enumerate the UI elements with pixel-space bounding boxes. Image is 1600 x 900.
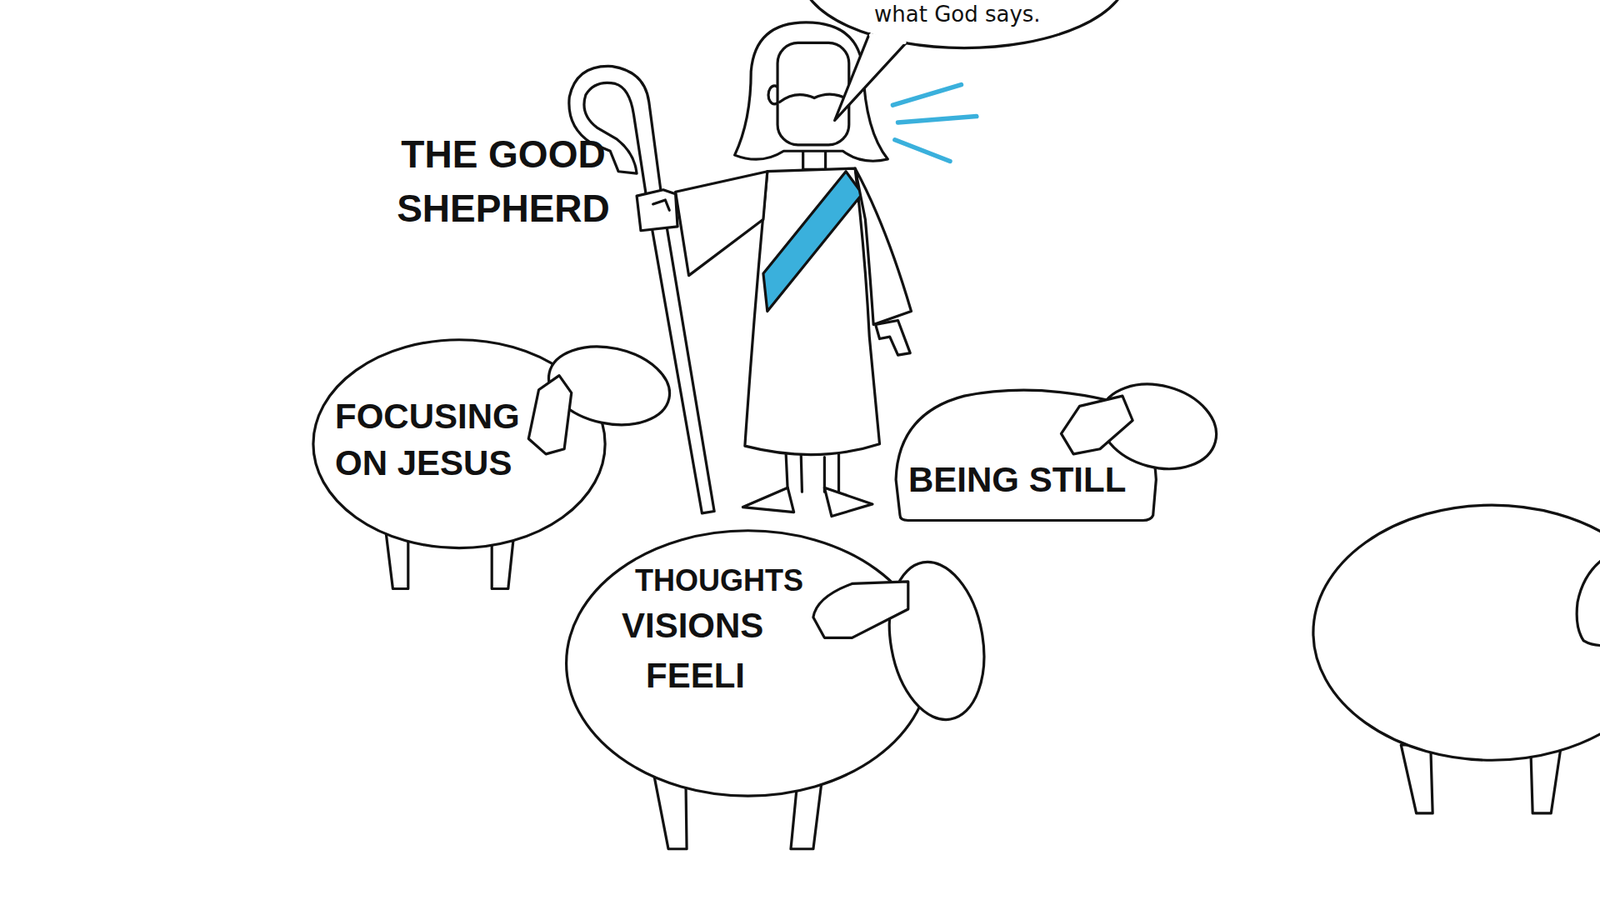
sheep-body-outline: [895, 390, 1156, 520]
empty-sheep-body: [1313, 505, 1600, 760]
speech-bubble: what God says.: [795, 0, 1133, 50]
sheep-body-outline: [566, 530, 930, 796]
face: [777, 42, 850, 145]
text-slot: what God says.: [874, 1, 1041, 27]
left-foot: [742, 487, 794, 512]
shape-group: [313, 335, 677, 548]
sash: [763, 171, 863, 312]
node-text: VISIONS: [621, 602, 764, 650]
empty-sheep-head: [1576, 555, 1600, 645]
sheep-head: [877, 554, 996, 727]
node-text: FOCUSING ON JESUS: [335, 393, 531, 487]
right-hand: [875, 320, 911, 355]
voice-lines: [892, 85, 976, 162]
tail-join: [870, 35, 905, 43]
text-slot: VISIONS: [621, 602, 764, 650]
right-foot: [824, 487, 873, 516]
node-text: THOUGHTS: [635, 562, 804, 600]
sheep-ear: [813, 581, 909, 638]
voice-line: [895, 140, 950, 162]
sheep-body: THOUGHTSVISIONSFEELI: [566, 530, 930, 796]
shape-group: [895, 371, 1226, 520]
right-sleeve: [855, 168, 911, 325]
left-sleeve: [675, 171, 768, 276]
text-slot: FEELI: [645, 652, 745, 700]
node-text: BEING STILL: [908, 456, 1126, 504]
title-label: THE GOOD SHEPHERD: [396, 127, 610, 236]
shape-group: [800, 0, 1128, 120]
text-slot: THOUGHTS: [635, 562, 804, 600]
label-slot: THE GOOD SHEPHERD: [378, 127, 629, 236]
sheep-body: FOCUSING ON JESUS: [313, 340, 605, 549]
left-thumb: [653, 200, 670, 210]
speech-bubble-tail: [835, 33, 907, 120]
speech-bubble-outline: [800, 0, 1128, 49]
voice-line: [898, 116, 977, 123]
shape-group: [566, 530, 996, 796]
sheep-body: BEING STILL: [892, 385, 1159, 523]
sheep-ear: [528, 375, 571, 455]
text-slot: FOCUSING ON JESUS: [335, 393, 531, 487]
left-hand: [636, 190, 678, 231]
voice-line: [892, 85, 961, 105]
sheep-ear: [1060, 395, 1133, 455]
shape-outline: [892, 385, 1159, 523]
node-text: what God says.: [874, 1, 1041, 27]
beard-line: [780, 94, 850, 102]
node-text: FEELI: [645, 652, 745, 700]
text-slot: BEING STILL: [908, 456, 1126, 504]
